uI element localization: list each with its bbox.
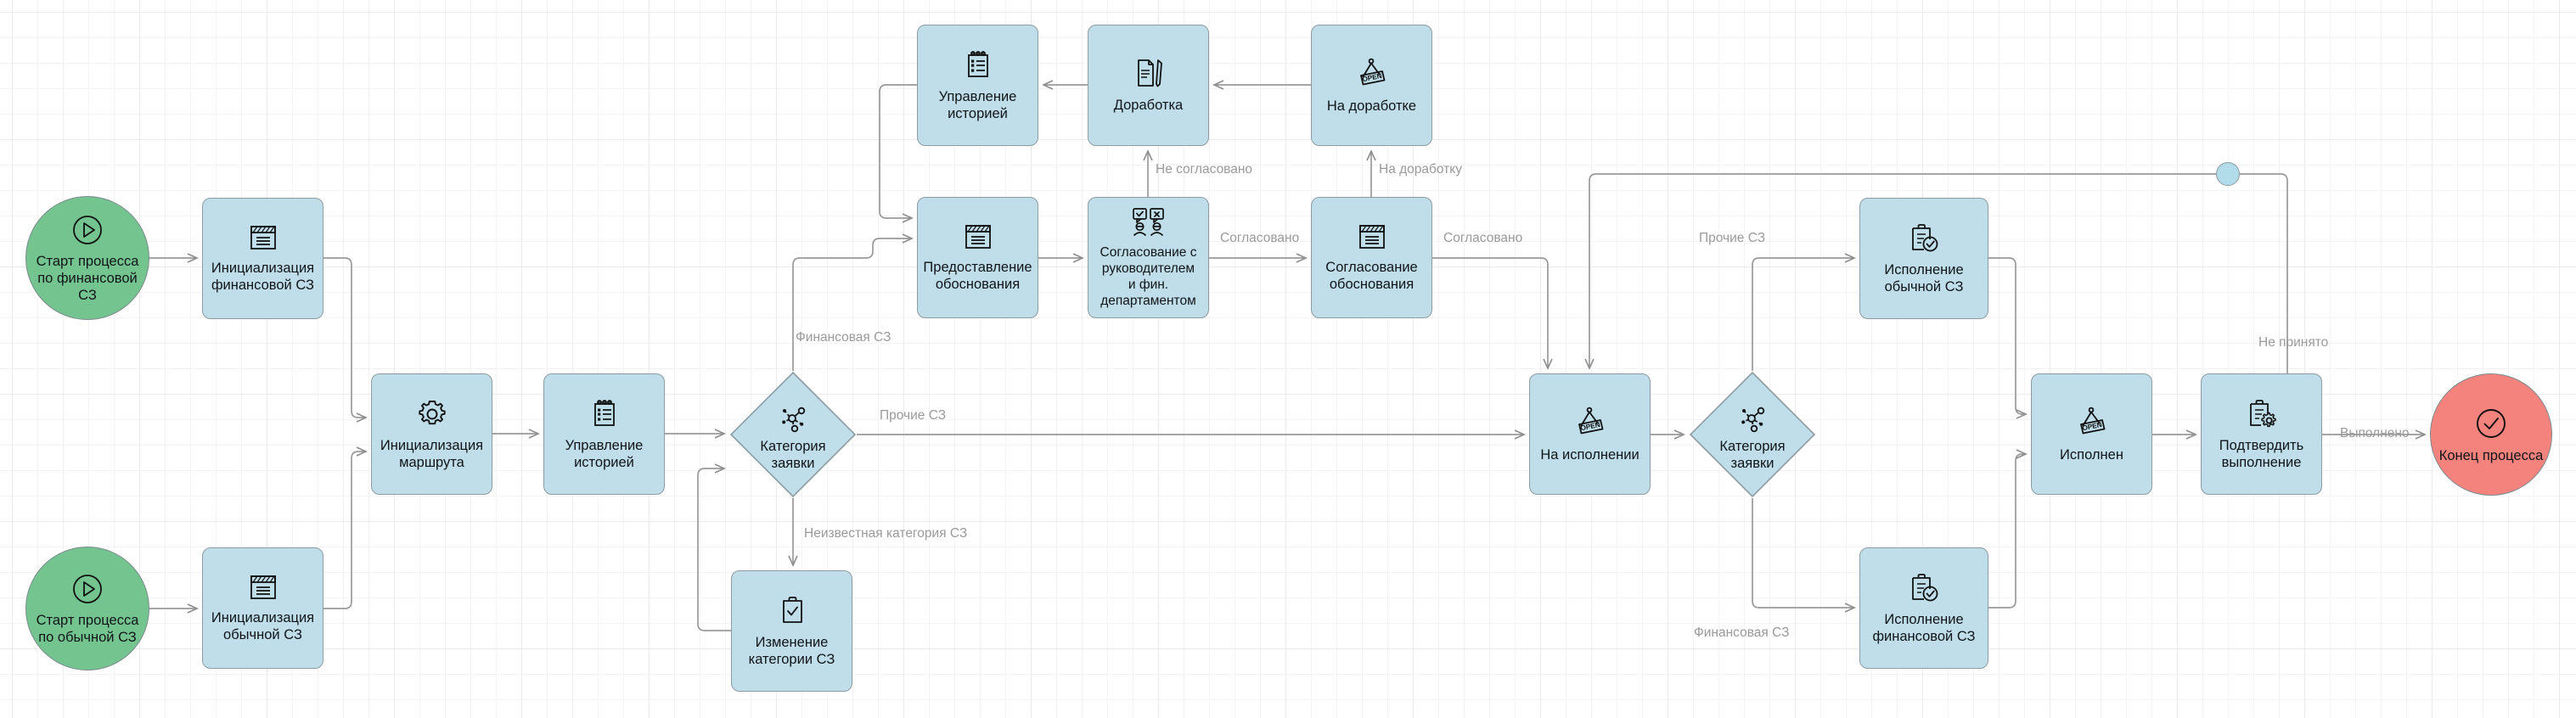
edge-gw1-to-provide-just <box>792 233 914 371</box>
task-init-usual-label: Инициализация обычной СЗ <box>211 609 315 642</box>
task-init-financial-label: Инициализация финансовой СЗ <box>211 260 315 293</box>
svg-text:OPEN: OPEN <box>1361 71 1382 82</box>
clipboard-gear-check-icon <box>1907 222 1941 259</box>
open-sign-icon: OPEN <box>1353 57 1391 95</box>
task-state-done[interactable]: OPEN Исполнен <box>2031 373 2152 495</box>
gateway-request-category-1-label: Категория заявки <box>760 438 826 471</box>
gateway-diamond-shape <box>729 371 857 498</box>
task-init-usual[interactable]: Инициализация обычной СЗ <box>202 547 323 669</box>
task-execute-financial[interactable]: Исполнение финансовой СЗ <box>1859 547 1988 669</box>
start-event-financial-label: Старт процесса по финансовой СЗ <box>36 253 139 303</box>
task-init-route-label: Инициализация маршрута <box>380 437 484 470</box>
start-event-usual-label: Старт процесса по обычной СЗ <box>36 612 139 645</box>
task-approve-justification[interactable]: Согласование обоснования <box>1311 197 1432 318</box>
approve-people-icon <box>1129 207 1168 242</box>
open-sign-icon: OPEN <box>2073 406 2111 444</box>
clipboard-gear-icon <box>2245 398 2279 435</box>
task-rework-label: Доработка <box>1113 97 1184 113</box>
task-state-on-rework-label: На доработке <box>1326 98 1417 114</box>
task-confirm-completion[interactable]: Подтвердить выполнение <box>2201 373 2322 495</box>
task-history-management-2-label: Управление историей <box>938 88 1017 121</box>
task-change-category[interactable]: Изменение категории СЗ <box>731 570 852 692</box>
gateway-request-category-2[interactable]: Категория заявки <box>1689 371 1816 498</box>
edge-label-unknown-category: Неизвестная категория СЗ <box>804 526 968 541</box>
edge-init-fin-to-init-route <box>323 257 368 423</box>
edge-label-to-rework: На доработку <box>1379 162 1462 177</box>
edge-label-financial-sz: Финансовая СЗ <box>796 330 891 345</box>
notepad-list-icon <box>963 49 993 86</box>
edge-change-cat-to-gw1 <box>697 463 731 631</box>
play-circle-icon <box>70 572 104 610</box>
task-state-in-progress[interactable]: OPEN На исполнении <box>1529 373 1651 495</box>
doc-pen-icon <box>1132 58 1166 94</box>
task-state-on-rework[interactable]: OPEN На доработке <box>1311 25 1432 146</box>
edge-gw2-to-exec-usual <box>1752 253 1856 371</box>
task-state-in-progress-label: На исполнении <box>1540 446 1640 463</box>
edge-init-usual-to-init-route <box>323 446 368 609</box>
play-circle-icon <box>70 213 104 251</box>
edge-label-approved-1: Согласовано <box>1220 231 1300 245</box>
clipboard-gear-check-icon <box>1907 572 1941 609</box>
edge-label-other-sz-2: Прочие СЗ <box>1699 231 1766 245</box>
edge-label-approved-2: Согласовано <box>1443 231 1523 245</box>
edge-exec-fin-to-done <box>1988 449 2028 609</box>
edge-label-financial-sz-2: Финансовая СЗ <box>1694 625 1790 640</box>
gateway-request-category-2-label: Категория заявки <box>1719 438 1786 471</box>
start-event-usual[interactable]: Старт процесса по обычной СЗ <box>25 547 149 670</box>
task-execute-usual-label: Исполнение обычной СЗ <box>1884 261 1964 294</box>
clipboard-check-icon <box>778 595 807 631</box>
window-list-icon <box>247 224 279 257</box>
network-nodes-icon <box>1737 405 1768 438</box>
gateway-diamond-shape <box>1689 371 1816 498</box>
start-event-financial[interactable]: Старт процесса по финансовой СЗ <box>25 196 149 320</box>
edge-label-other-sz-1: Прочие СЗ <box>880 408 947 423</box>
task-approve-head-finance-label: Согласование с руководителем и фин. депа… <box>1100 244 1197 308</box>
task-init-route[interactable]: Инициализация маршрута <box>371 373 492 495</box>
task-provide-justification-label: Предоставление обоснования <box>923 259 1032 292</box>
task-rework[interactable]: Доработка <box>1088 25 1209 146</box>
network-nodes-icon <box>778 405 808 438</box>
task-execute-usual[interactable]: Исполнение обычной СЗ <box>1859 198 1988 319</box>
notepad-list-icon <box>589 398 620 435</box>
window-list-icon <box>962 223 994 256</box>
edge-approve-just-to-in-progress <box>1432 257 1553 370</box>
task-execute-financial-label: Исполнение финансовой СЗ <box>1872 611 1976 644</box>
gateway-request-category-1[interactable]: Категория заявки <box>729 371 857 498</box>
edge-label-not-approved: Не согласовано <box>1156 162 1253 177</box>
open-sign-icon: OPEN <box>1572 406 1609 444</box>
task-state-done-label: Исполнен <box>2060 446 2123 463</box>
check-circle-icon <box>2473 406 2509 446</box>
end-event-process[interactable]: Конец процесса <box>2430 373 2552 496</box>
edge-label-completed: Выполнено <box>2340 426 2410 440</box>
task-init-financial[interactable]: Инициализация финансовой СЗ <box>202 198 323 319</box>
edge-exec-usual-to-done <box>1988 257 2028 419</box>
task-history-management-2[interactable]: Управление историей <box>917 25 1038 146</box>
task-approve-head-finance[interactable]: Согласование с руководителем и фин. депа… <box>1088 197 1209 318</box>
merge-connector-dot[interactable] <box>2216 162 2240 186</box>
edge-hist2-to-provide-just <box>879 84 917 223</box>
window-list-icon <box>247 574 279 607</box>
task-confirm-completion-label: Подтвердить выполнение <box>2219 437 2304 470</box>
window-list-icon <box>1356 223 1388 256</box>
svg-text:OPEN: OPEN <box>2081 420 2102 431</box>
end-event-process-label: Конец процесса <box>2438 447 2544 463</box>
task-approve-justification-label: Согласование обоснования <box>1325 259 1418 292</box>
task-change-category-label: Изменение категории СЗ <box>748 634 835 667</box>
edge-gw2-to-exec-fin <box>1752 498 1856 613</box>
svg-text:OPEN: OPEN <box>1579 420 1600 431</box>
edge-label-not-accepted: Не принято <box>2258 335 2329 350</box>
gear-icon <box>415 398 449 435</box>
task-provide-justification[interactable]: Предоставление обоснования <box>917 197 1038 318</box>
task-history-management-1-label: Управление историей <box>565 437 644 470</box>
task-history-management-1[interactable]: Управление историей <box>543 373 665 495</box>
